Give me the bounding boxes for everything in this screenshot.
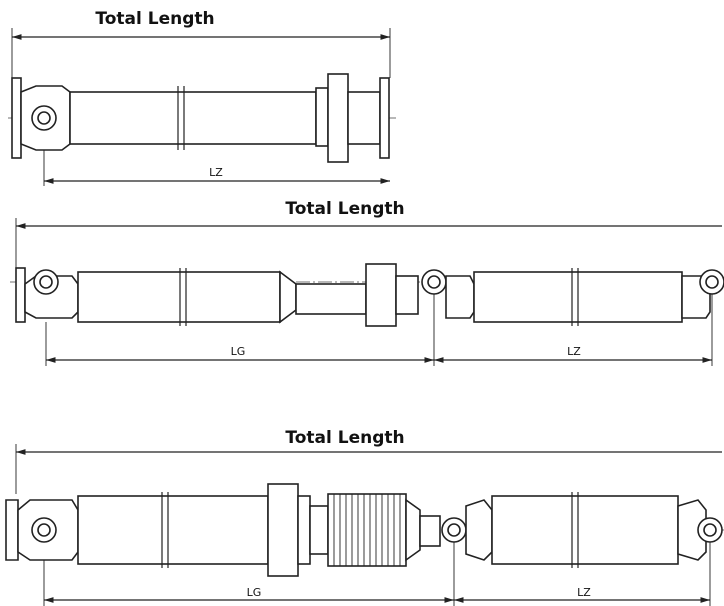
- universal-joint-middle-2: [421, 269, 475, 319]
- tube-front-2: [77, 268, 367, 326]
- total-length-title-1: Total Length: [95, 9, 214, 29]
- tube-1: [69, 86, 317, 150]
- bellows-boot-3: [309, 493, 441, 567]
- lz-label-1: LZ: [209, 166, 223, 179]
- lg-dimension-3: LG: [43, 542, 455, 606]
- lg-label-3: LG: [247, 586, 262, 599]
- tube-rear-3: [491, 492, 679, 568]
- total-length-dimension-3: [15, 444, 722, 494]
- total-length-dimension-2: [15, 218, 722, 268]
- shaft-diagram-3: Total Length: [5, 428, 724, 606]
- total-length-title-2: Total Length: [285, 199, 404, 219]
- lg-dimension-2: LG: [45, 294, 435, 366]
- universal-joint-right-3: [677, 499, 723, 561]
- lg-label-2: LG: [231, 345, 246, 358]
- lz-dimension-3: LZ: [454, 542, 711, 606]
- center-bearing-3: [267, 483, 311, 577]
- tube-front-3: [77, 492, 269, 568]
- lz-dimension-2: LZ: [434, 294, 713, 366]
- universal-joint-right-2: [681, 269, 724, 319]
- shaft-diagram-1: Total Length LZ: [8, 9, 398, 186]
- center-bearing-1: [315, 73, 390, 163]
- total-length-title-3: Total Length: [285, 428, 404, 448]
- flange-yoke-left-1: [11, 77, 71, 159]
- lz-label-2: LZ: [567, 345, 581, 358]
- lz-label-3: LZ: [577, 586, 591, 599]
- tube-rear-2: [473, 268, 683, 326]
- lz-dimension-1: LZ: [43, 150, 390, 186]
- center-bearing-2: [365, 263, 419, 327]
- flange-yoke-left-3: [5, 499, 79, 561]
- shaft-diagram-2: Total Length: [10, 199, 724, 366]
- flange-yoke-left-2: [15, 267, 79, 323]
- universal-joint-middle-3: [441, 499, 493, 561]
- total-length-dimension-1: [11, 28, 391, 78]
